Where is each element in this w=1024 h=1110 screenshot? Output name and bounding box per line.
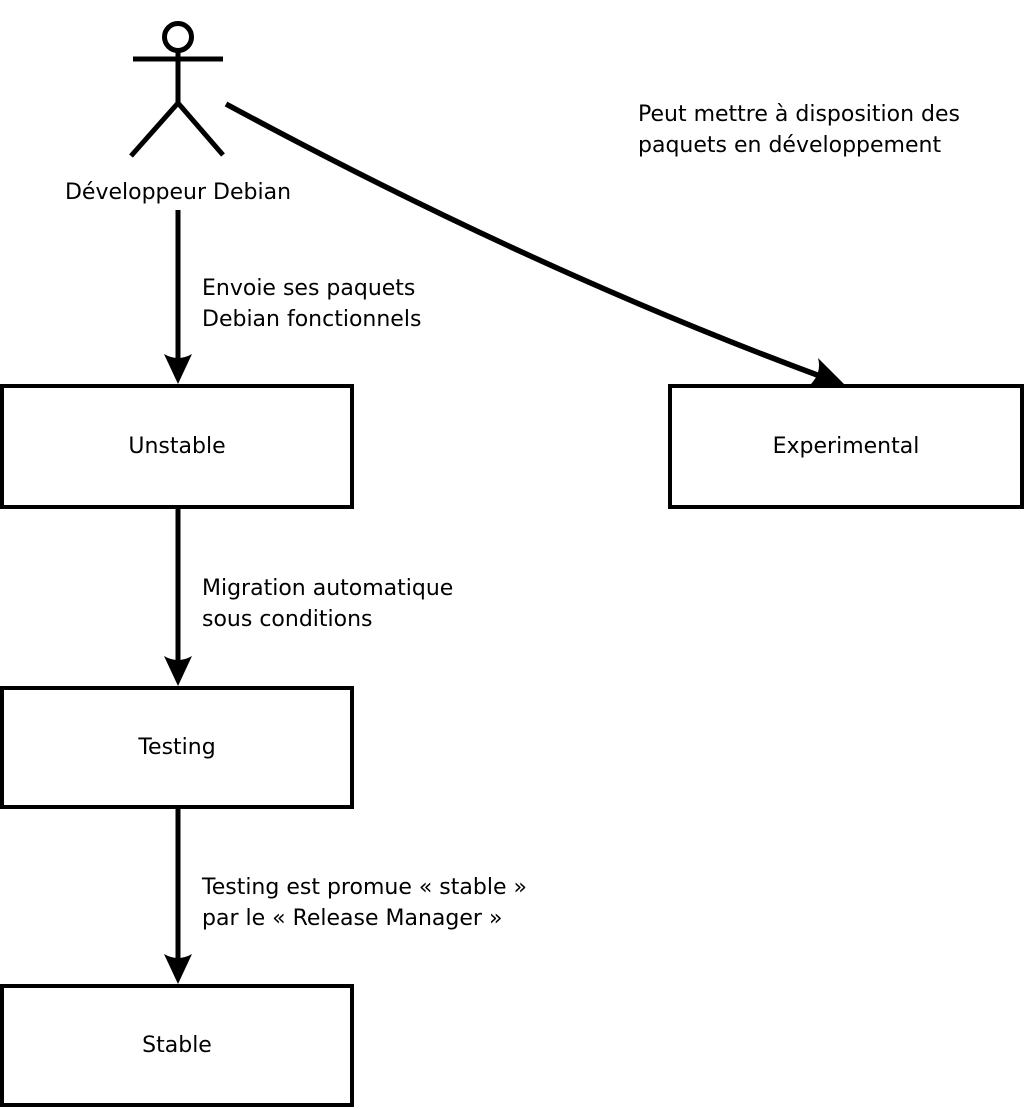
node-unstable-label: Unstable [128, 434, 226, 459]
edge-label-to-stable: Testing est promue « stable » par le « R… [202, 872, 527, 934]
edge-label-to-experimental-line1: Peut mettre à disposition des [638, 102, 960, 127]
edge-label-to-unstable-line1: Envoie ses paquets [202, 276, 416, 301]
actor-right-leg [176, 101, 225, 157]
edge-label-to-unstable: Envoie ses paquets Debian fonctionnels [202, 273, 421, 335]
actor-label: Développeur Debian [64, 180, 292, 205]
node-stable: Stable [0, 984, 354, 1107]
edge-label-to-experimental: Peut mettre à disposition des paquets en… [638, 99, 960, 161]
edge-label-to-stable-line1: Testing est promue « stable » [202, 875, 527, 900]
edge-label-to-testing-line1: Migration automatique [202, 576, 454, 601]
edge-label-to-stable-line2: par le « Release Manager » [202, 906, 503, 931]
edge-label-to-testing: Migration automatique sous conditions [202, 573, 453, 635]
actor-stick-figure-icon [129, 21, 225, 158]
actor-left-leg [129, 101, 180, 158]
node-testing: Testing [0, 686, 354, 809]
arrow-actor-to-unstable [164, 210, 192, 384]
node-experimental: Experimental [668, 384, 1024, 509]
edge-label-to-testing-line2: sous conditions [202, 607, 373, 632]
node-experimental-label: Experimental [772, 434, 920, 459]
node-testing-label: Testing [138, 735, 216, 760]
arrow-unstable-to-testing [164, 509, 192, 686]
edge-label-to-experimental-line2: paquets en développement [638, 133, 942, 158]
node-unstable: Unstable [0, 384, 354, 509]
node-stable-label: Stable [142, 1033, 212, 1058]
actor-head [162, 21, 194, 53]
edge-label-to-unstable-line2: Debian fonctionnels [202, 307, 422, 332]
arrow-testing-to-stable [164, 809, 192, 984]
